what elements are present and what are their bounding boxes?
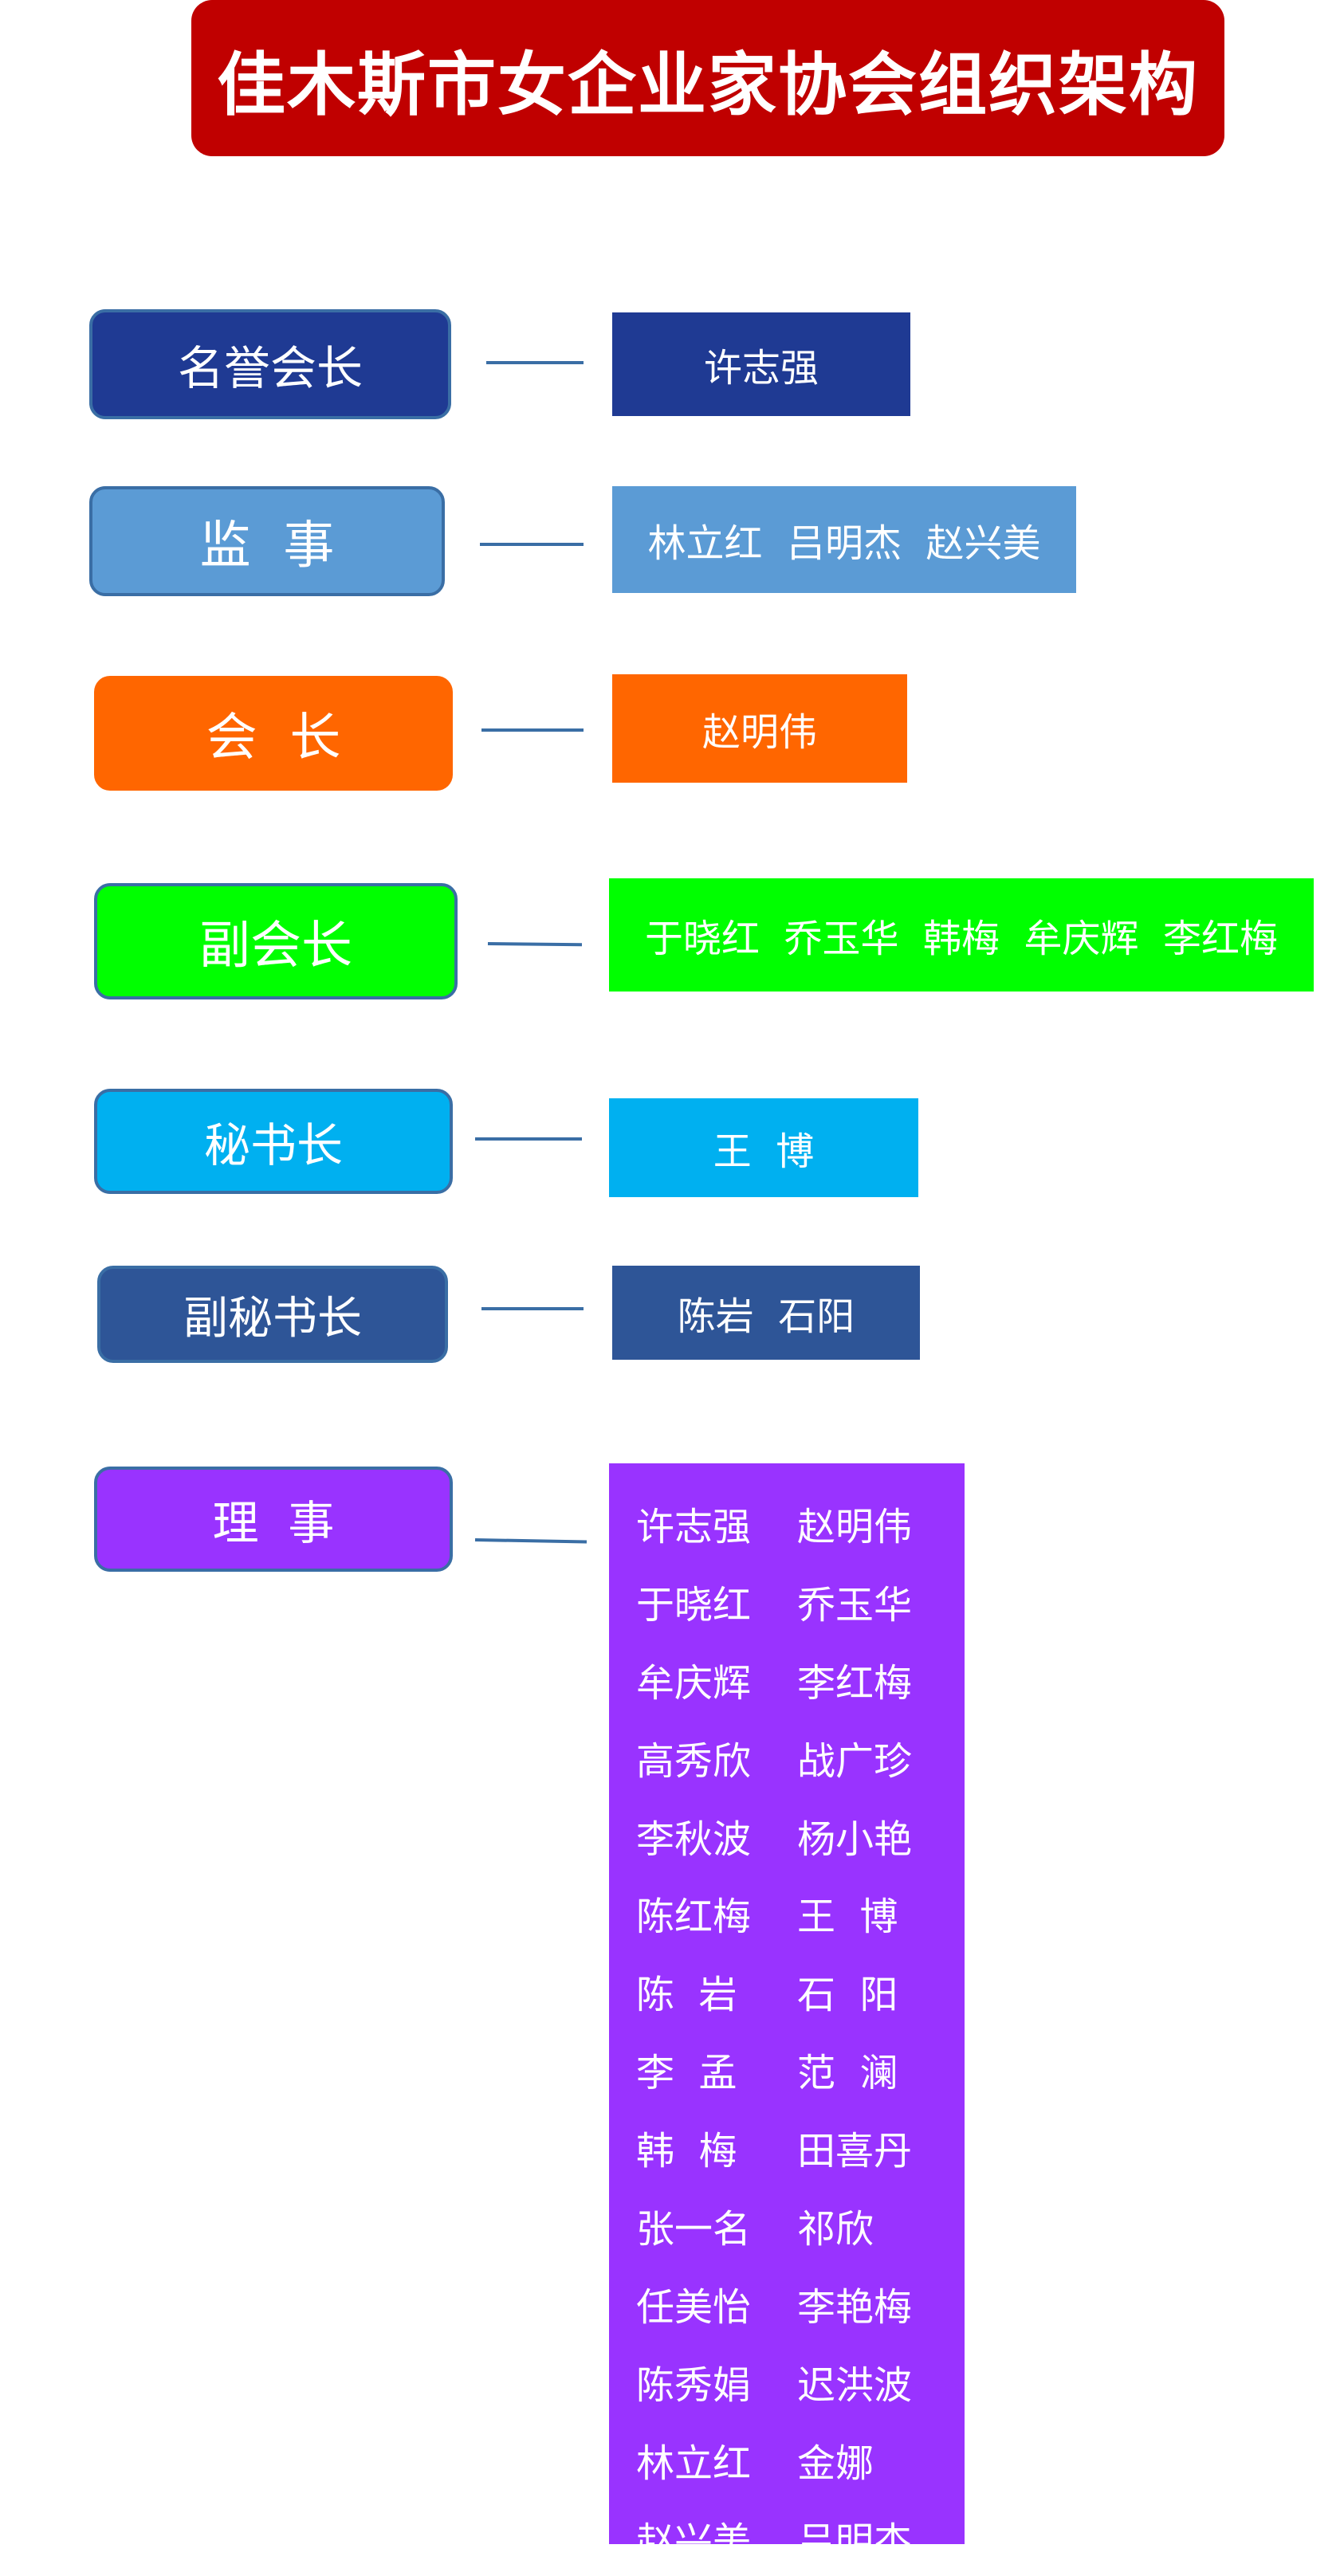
director-name: 陈 岩 (636, 1973, 737, 2018)
member-box-secretary-general: 王 博 (609, 1098, 918, 1197)
connector-line (474, 1538, 588, 1544)
director-name: 任美怡 (636, 2284, 752, 2330)
director-list-box: 许志强赵明伟于晓红乔玉华牟庆辉李红梅高秀欣战广珍李秋波杨小艳陈红梅王 博陈 岩石… (609, 1463, 965, 2564)
member-box-honorary-president: 许志强 (612, 312, 910, 416)
director-name: 范 澜 (797, 2051, 898, 2096)
director-name: 祁欣 (797, 2206, 874, 2252)
member-box-supervisor: 林立红 吕明杰 赵兴美 (612, 486, 1076, 593)
director-name: 张一名 (636, 2206, 752, 2252)
director-row: 李 孟范 澜 (636, 2030, 965, 2108)
director-name: 石 阳 (797, 1973, 898, 2018)
director-name: 赵明伟 (797, 1504, 913, 1549)
director-row: 李秋波杨小艳 (636, 1797, 965, 1875)
page-title: 佳木斯市女企业家协会组织架构 (191, 0, 1224, 156)
director-name: 林立红 (636, 2441, 752, 2486)
director-row: 许志强赵明伟 (636, 1484, 965, 1562)
director-row: 牟庆辉李红梅 (636, 1640, 965, 1718)
director-name: 于晓红 (636, 1582, 752, 1628)
member-box-deputy-secretary-general: 陈岩 石阳 (612, 1266, 920, 1360)
director-name: 金娜 (797, 2441, 874, 2486)
director-row: 于晓红乔玉华 (636, 1562, 965, 1640)
connector-line (487, 942, 583, 947)
member-box-president: 赵明伟 (612, 674, 907, 783)
director-name: 战广珍 (797, 1738, 913, 1784)
director-row: 高秀欣战广珍 (636, 1718, 965, 1797)
director-row: 赵兴美吕明杰 (636, 2499, 965, 2576)
director-row: 林立红金娜 (636, 2421, 965, 2499)
connector-line (475, 1137, 582, 1141)
director-row: 张一名祁欣 (636, 2186, 965, 2264)
director-row: 韩 梅 田喜丹 (636, 2108, 965, 2186)
connector-line (481, 728, 584, 732)
director-name: 赵兴美 (636, 2519, 752, 2564)
director-name: 许志强 (636, 1504, 752, 1549)
director-name: 田喜丹 (797, 2129, 913, 2174)
director-name: 李红梅 (797, 1660, 913, 1706)
director-name: 高秀欣 (636, 1738, 752, 1784)
connector-line (486, 361, 584, 364)
director-name: 李艳梅 (797, 2284, 913, 2330)
member-box-vice-president: 于晓红 乔玉华 韩梅 牟庆辉 李红梅 (609, 878, 1314, 992)
director-row: 陈 岩石 阳 (636, 1952, 965, 2030)
director-list: 许志强赵明伟于晓红乔玉华牟庆辉李红梅高秀欣战广珍李秋波杨小艳陈红梅王 博陈 岩石… (636, 1484, 965, 2576)
role-box-president: 会 长 (94, 676, 453, 791)
director-name: 李秋波 (636, 1816, 752, 1862)
director-name: 韩 梅 (636, 2129, 737, 2174)
director-name: 乔玉华 (797, 1582, 913, 1628)
role-box-deputy-secretary-general: 副秘书长 (97, 1266, 448, 1363)
role-box-supervisor: 监 事 (89, 486, 445, 596)
role-box-vice-president: 副会长 (94, 883, 458, 999)
director-name: 陈红梅 (636, 1895, 752, 1940)
connector-line (481, 1307, 584, 1310)
director-name: 迟洪波 (797, 2362, 913, 2408)
director-name: 李 孟 (636, 2051, 737, 2096)
director-name: 牟庆辉 (636, 1660, 752, 1706)
connector-line (480, 543, 584, 546)
director-row: 陈红梅王 博 (636, 1874, 965, 1952)
director-name: 杨小艳 (797, 1816, 913, 1862)
director-name: 吕明杰 (797, 2519, 913, 2564)
director-name: 陈秀娟 (636, 2362, 752, 2408)
director-row: 任美怡李艳梅 (636, 2264, 965, 2342)
role-box-director: 理 事 (94, 1467, 453, 1572)
director-row: 陈秀娟迟洪波 (636, 2342, 965, 2421)
director-name: 王 博 (797, 1895, 898, 1940)
role-box-secretary-general: 秘书长 (94, 1089, 453, 1194)
role-box-honorary-president: 名誉会长 (89, 309, 451, 419)
